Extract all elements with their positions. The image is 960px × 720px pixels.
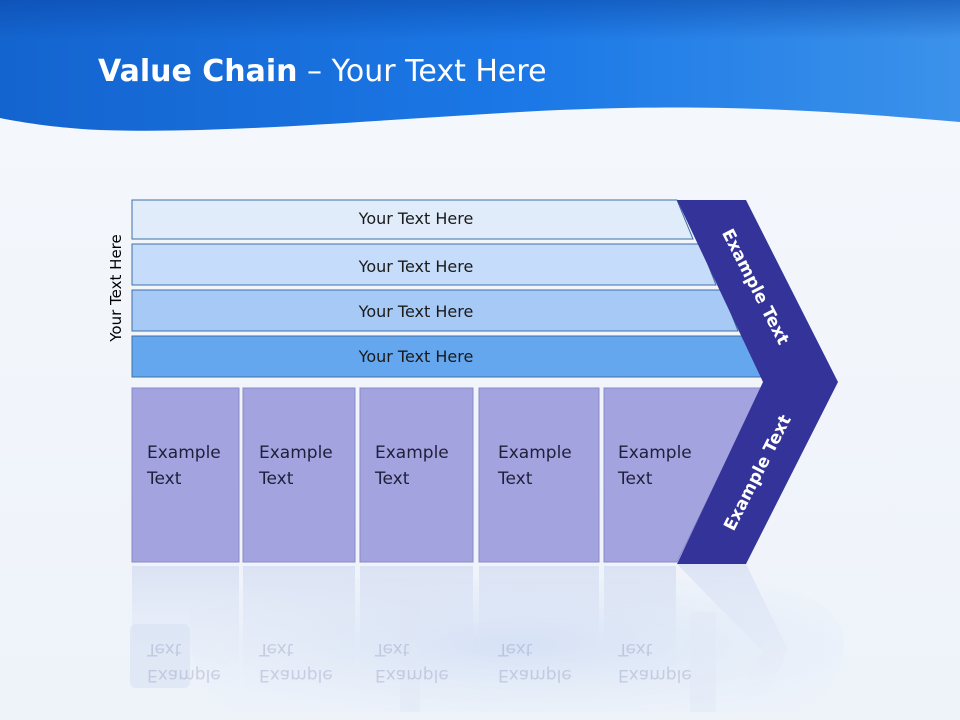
primary-cell-line2: Text (498, 639, 533, 659)
primary-cell-reflection-shape-2 (243, 566, 355, 696)
primary-cell-reflection-4: Example Text (498, 636, 572, 688)
margin-chevron (677, 200, 838, 564)
primary-cell-line1: Example (498, 443, 572, 463)
primary-cell-line2: Text (618, 469, 653, 489)
primary-cell-1 (131, 387, 240, 563)
primary-cell-line2: Text (618, 639, 653, 659)
primary-cell-line1: Example (618, 443, 692, 463)
support-row-label-1: Your Text Here (358, 209, 474, 228)
primary-cell-line1: Example (147, 443, 221, 463)
primary-cell-2 (242, 387, 356, 563)
primary-cell-line1: Example (375, 443, 449, 463)
primary-cell-line2: Text (259, 469, 294, 489)
primary-cell-line2: Text (147, 469, 182, 489)
title-bold: Value Chain (98, 54, 298, 89)
primary-cell-reflection-1: Example Text (147, 636, 221, 688)
primary-cell-line1: Example (259, 443, 333, 463)
primary-cell-line2: Text (498, 469, 533, 489)
primary-cell-reflection-shape-5 (604, 566, 676, 696)
primary-cell-reflection-2: Example Text (259, 636, 333, 688)
primary-cell-line1: Example (375, 665, 449, 685)
primary-cell-line1: Example (498, 665, 572, 685)
primary-cell-line1: Example (618, 665, 692, 685)
primary-cell-line1: Example (147, 665, 221, 685)
primary-cell-3 (359, 387, 474, 563)
primary-cell-reflection-shape-1 (132, 566, 239, 696)
margin-chevron-reflection (677, 564, 788, 712)
primary-cell-line2: Text (375, 639, 410, 659)
support-row-label-3: Your Text Here (358, 302, 474, 321)
support-row-1 (131, 199, 694, 240)
title-rest: – Your Text Here (297, 54, 547, 89)
primary-cell-reflection-shape-3 (360, 566, 473, 696)
primary-cell-reflection-5: Example Text (618, 636, 692, 688)
page-title: Value Chain – Your Text Here (98, 54, 547, 89)
side-label-text: Your Text Here (107, 234, 125, 342)
primary-cell-line1: Example (259, 665, 333, 685)
primary-cell-line2: Text (375, 469, 410, 489)
support-row-label-2: Your Text Here (358, 257, 474, 276)
support-row-2 (131, 243, 717, 286)
primary-cell-line2: Text (147, 639, 182, 659)
primary-cell-reflection-3: Example Text (375, 636, 449, 688)
primary-activities (131, 387, 763, 563)
primary-activities-reflection (132, 566, 676, 696)
primary-cell-reflection-shape-4 (479, 566, 599, 696)
primary-cell-line2: Text (259, 639, 294, 659)
primary-cell-4 (478, 387, 600, 563)
support-row-3 (131, 289, 739, 332)
support-row-label-4: Your Text Here (358, 347, 474, 366)
primary-cell-5 (603, 387, 763, 563)
header-shade (0, 0, 960, 40)
